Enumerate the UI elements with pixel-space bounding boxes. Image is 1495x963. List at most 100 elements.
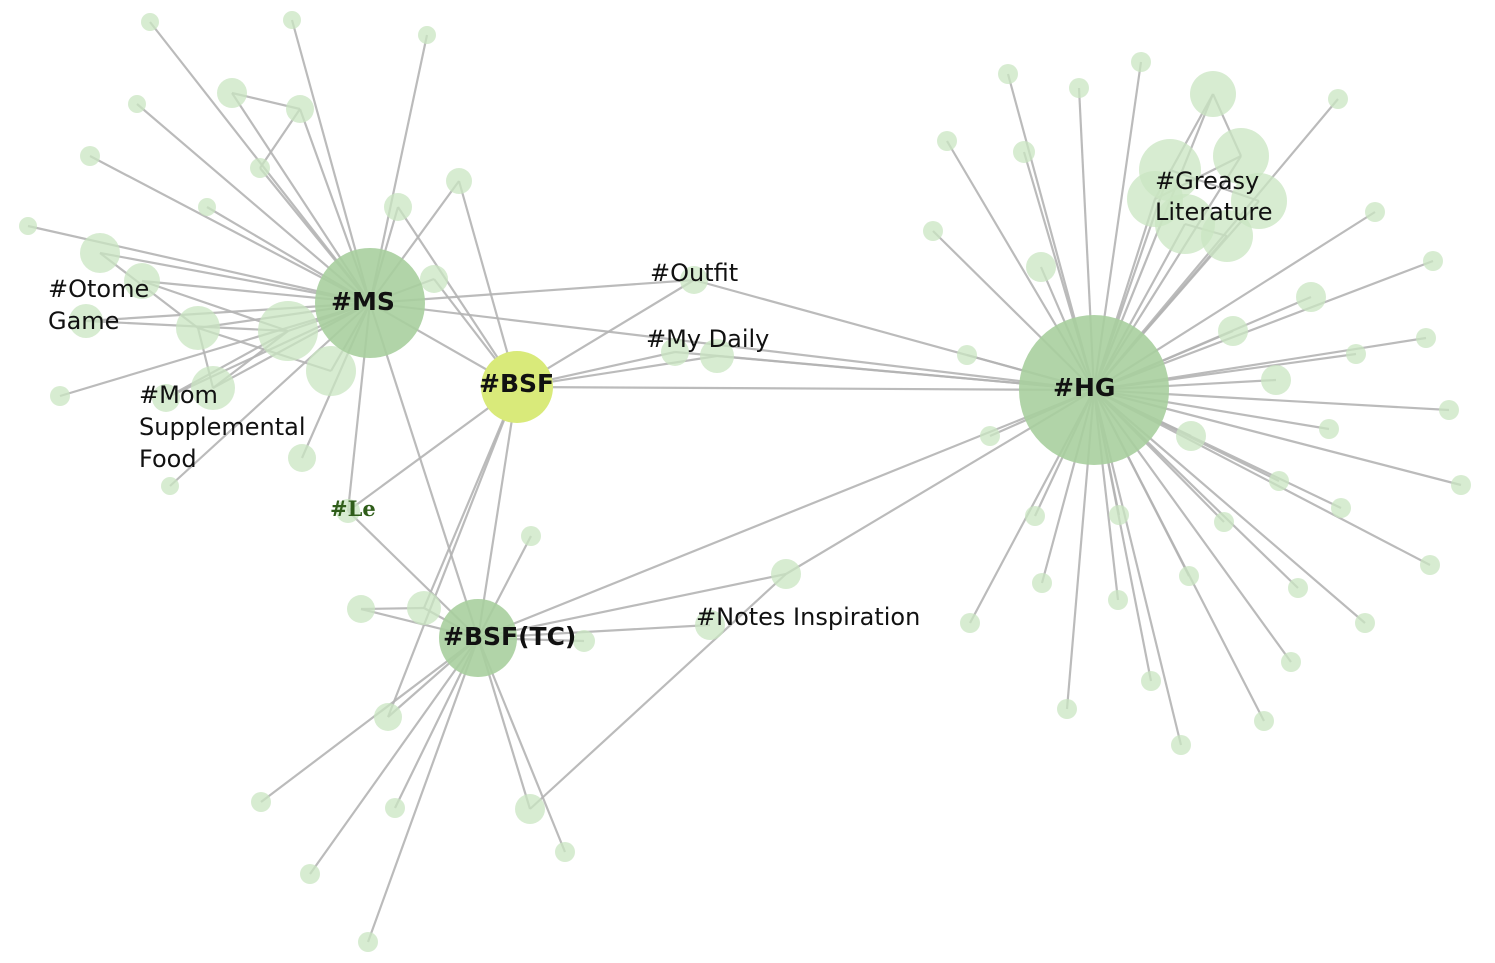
leaf-node[interactable] [1439, 400, 1459, 420]
hub-edge [368, 302, 480, 639]
leaf-node[interactable] [1214, 512, 1234, 532]
leaf-node[interactable] [573, 630, 595, 652]
leaf-node[interactable] [1131, 52, 1151, 72]
leaf-node[interactable] [384, 193, 412, 221]
leaf-node[interactable] [251, 792, 271, 812]
leaf-node[interactable] [1423, 251, 1443, 271]
leaf-node[interactable] [1288, 578, 1308, 598]
leaf-node[interactable] [1451, 475, 1471, 495]
leaf-node[interactable] [336, 499, 360, 523]
leaf-node[interactable] [347, 595, 375, 623]
leaf-node[interactable] [515, 794, 545, 824]
tag-label-notes-inspiration: #Notes Inspiration [696, 603, 920, 631]
leaf-node[interactable] [1013, 141, 1035, 163]
leaf-node[interactable] [358, 932, 378, 952]
leaf-node[interactable] [1254, 711, 1274, 731]
leaf-node[interactable] [1365, 202, 1385, 222]
leaf-node[interactable] [1201, 210, 1253, 262]
hub-node-bsf[interactable] [481, 351, 553, 423]
leaf-node[interactable] [374, 703, 402, 731]
leaf-node[interactable] [1416, 328, 1436, 348]
leaf-node[interactable] [980, 426, 1000, 446]
leaf-node[interactable] [283, 11, 301, 29]
leaf-node[interactable] [1171, 735, 1191, 755]
leaf-node[interactable] [198, 198, 216, 216]
leaf-node[interactable] [1176, 421, 1206, 451]
leaf-node[interactable] [385, 798, 405, 818]
leaf-node[interactable] [1328, 89, 1348, 109]
leaf-node[interactable] [1213, 128, 1269, 184]
leaf-node[interactable] [1108, 590, 1128, 610]
hub-node-hg[interactable] [1019, 315, 1169, 465]
leaf-node[interactable] [1355, 613, 1375, 633]
leaf-node[interactable] [700, 339, 734, 373]
leaf-node[interactable] [161, 477, 179, 495]
leaf-node[interactable] [1218, 316, 1248, 346]
leaf-node[interactable] [1155, 194, 1215, 254]
leaf-node[interactable] [661, 338, 689, 366]
edge [27, 224, 371, 305]
leaf-node[interactable] [1025, 506, 1045, 526]
leaf-node[interactable] [1319, 419, 1339, 439]
leaf-node[interactable] [191, 366, 235, 410]
leaf-node[interactable] [1346, 344, 1366, 364]
leaf-node[interactable] [998, 64, 1018, 84]
hub-node-ms[interactable] [315, 248, 425, 358]
leaf-node[interactable] [1069, 78, 1089, 98]
leaf-node[interactable] [680, 266, 708, 294]
leaf-node[interactable] [69, 304, 103, 338]
edge [477, 572, 787, 640]
hub-label-bsftc: #BSF(TC) [443, 622, 576, 651]
leaf-node[interactable] [258, 301, 318, 361]
hub-node-bsftc[interactable] [439, 599, 517, 677]
leaf-node[interactable] [1296, 282, 1326, 312]
leaf-node[interactable] [1261, 365, 1291, 395]
leaf-node[interactable] [960, 613, 980, 633]
leaf-node[interactable] [124, 263, 160, 299]
leaf-node[interactable] [128, 95, 146, 113]
leaf-node[interactable] [141, 13, 159, 31]
leaf-node[interactable] [1269, 471, 1289, 491]
leaf-node[interactable] [288, 444, 316, 472]
leaf-node[interactable] [418, 26, 436, 44]
leaf-node[interactable] [695, 610, 725, 640]
leaf-node[interactable] [446, 168, 472, 194]
leaf-node[interactable] [923, 221, 943, 241]
leaf-node[interactable] [1109, 505, 1129, 525]
leaf-node[interactable] [1420, 555, 1440, 575]
leaf-node[interactable] [1032, 573, 1052, 593]
leaf-node[interactable] [1057, 699, 1077, 719]
leaf-node[interactable] [957, 345, 977, 365]
leaf-node[interactable] [19, 217, 37, 235]
leaf-node[interactable] [1026, 252, 1056, 282]
leaf-node[interactable] [217, 78, 247, 108]
hub-label-hg: #HG [1053, 373, 1115, 402]
tag-label-greasy-line2: Literature [1155, 198, 1273, 226]
edge [309, 637, 479, 875]
leaf-node[interactable] [1141, 671, 1161, 691]
leaf-node[interactable] [771, 559, 801, 589]
hub-label-bsf: #BSF [479, 369, 554, 398]
leaf-node[interactable] [1331, 498, 1351, 518]
leaf-node[interactable] [937, 131, 957, 151]
tag-label-greasy-line1: #Greasy [1155, 167, 1259, 195]
leaf-node[interactable] [1231, 173, 1287, 229]
leaf-node[interactable] [286, 95, 314, 123]
leaf-node[interactable] [1190, 71, 1236, 117]
leaf-node[interactable] [80, 146, 100, 166]
leaf-node[interactable] [420, 265, 448, 293]
leaf-node[interactable] [1281, 652, 1301, 672]
leaf-node[interactable] [176, 306, 220, 350]
leaf-node[interactable] [300, 864, 320, 884]
leaf-node[interactable] [407, 591, 441, 625]
leaf-node[interactable] [1179, 566, 1199, 586]
leaf-node[interactable] [152, 384, 180, 412]
leaf-node[interactable] [555, 842, 575, 862]
leaf-node[interactable] [250, 158, 270, 178]
tag-label-mom-line2: Supplemental [139, 413, 306, 441]
leaf-node[interactable] [521, 526, 541, 546]
leaf-node[interactable] [80, 233, 120, 273]
leaf-node[interactable] [50, 386, 70, 406]
leaf-node[interactable] [306, 346, 356, 396]
